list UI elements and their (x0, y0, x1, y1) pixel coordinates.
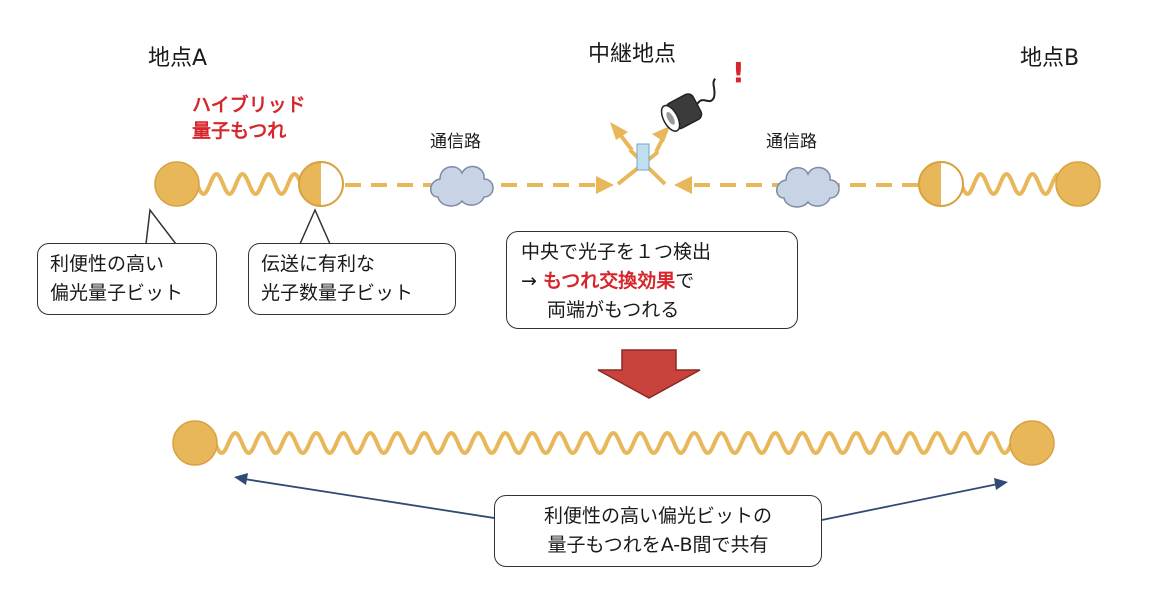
shared-photon-b (1009, 420, 1055, 466)
photon-number-photon-b (918, 161, 964, 207)
entanglement-wave-shared (213, 430, 1014, 456)
polarization-photon-b (1055, 161, 1101, 207)
hybrid-entanglement-label: ハイブリッド 量子もつれ (192, 92, 306, 144)
cloud-icon (776, 166, 840, 208)
polarization-photon-a (154, 161, 200, 207)
callout-photon-number-qubit: 伝送に有利な 光子数量子ビット (248, 243, 456, 315)
entanglement-wave-a (195, 172, 304, 196)
relay-out-right (654, 135, 666, 153)
channel-left-label: 通信路 (430, 132, 481, 152)
callout-tail-polarization (145, 208, 178, 245)
swapping-effect-label: もつれ交換効果 (542, 270, 676, 292)
result-box: 利便性の高い偏光ビットの 量子もつれをA-B間で共有 (494, 495, 822, 567)
relay-arrow: → (521, 270, 537, 292)
relay-line-1: 中央で光子を１つ検出 (521, 241, 712, 263)
result-line-2: 量子もつれをA-B間で共有 (547, 534, 769, 556)
callout-tail-photon-number (298, 208, 332, 245)
hybrid-label-line-1: ハイブリッド (192, 94, 306, 116)
pointer-arrowhead-right (994, 478, 1008, 490)
relay-out-arrowhead-right (652, 126, 670, 142)
transition-arrow (597, 349, 701, 399)
site-a-label: 地点A (148, 46, 208, 71)
cloud-icon (430, 165, 494, 207)
hybrid-label-line-2: 量子もつれ (192, 120, 287, 142)
relay-label: 中継地点 (588, 42, 677, 67)
relay-out-left (616, 130, 634, 152)
channel-right-label: 通信路 (766, 132, 817, 152)
pointer-arrowhead-left (234, 473, 248, 485)
detection-exclamation: ! (732, 56, 745, 89)
result-line-1: 利便性の高い偏光ビットの (543, 505, 772, 527)
pointer-line-right (811, 483, 999, 523)
relay-explanation-box: 中央で光子を１つ検出 → もつれ交換効果で 両端がもつれる (506, 231, 798, 329)
beam-splitter (636, 143, 650, 171)
callout-photon-number-line-1: 伝送に有利な (261, 253, 376, 275)
callout-photon-number-line-2: 光子数量子ビット (261, 282, 414, 304)
photon-detector-icon (660, 78, 717, 132)
relay-out-arrowhead-left (610, 122, 628, 140)
photon-number-photon-a (298, 161, 344, 207)
callout-polarization-line-1: 利便性の高い (50, 253, 165, 275)
entanglement-wave-b (959, 172, 1060, 196)
relay-line-2: → もつれ交換効果で (521, 270, 694, 292)
relay-line-3: 両端がもつれる (547, 299, 680, 321)
relay-line-2-suffix: で (675, 270, 695, 292)
site-b-label: 地点B (1020, 46, 1080, 71)
shared-photon-a (172, 420, 218, 466)
arrowhead-right (674, 176, 692, 194)
pointer-line-left (243, 478, 521, 523)
arrowhead-left (596, 176, 614, 194)
callout-polarization-line-2: 偏光量子ビット (50, 282, 184, 304)
callout-polarization-qubit: 利便性の高い 偏光量子ビット (37, 243, 217, 315)
